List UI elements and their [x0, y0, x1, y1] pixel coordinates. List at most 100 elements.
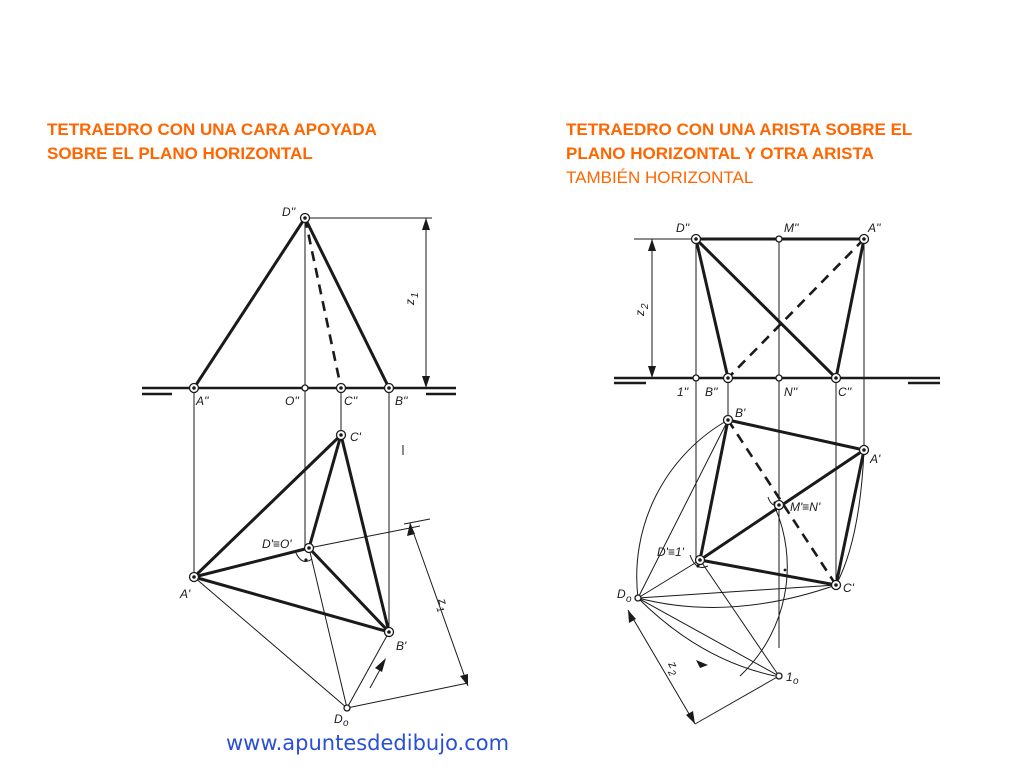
- z2-arrow-top: [648, 239, 656, 251]
- label-mn1: M'≡N': [790, 500, 821, 514]
- construction-a1-d0: [193, 576, 348, 709]
- heading-left: TETRAEDRO CON UNA CARA APOYADA SOBRE EL …: [47, 118, 377, 166]
- label-c1: C': [843, 581, 855, 595]
- svg-text:z: z: [403, 299, 417, 306]
- label-b2: B'': [705, 385, 718, 399]
- edge-b1-d1: [698, 418, 730, 562]
- label-c1: C': [350, 430, 362, 444]
- z2-bottom-dimension-line: [627, 609, 696, 725]
- svg-text:2: 2: [665, 667, 678, 678]
- label-b1: B': [396, 639, 407, 653]
- point-o2: [301, 384, 309, 392]
- construction-b1-d0: [346, 631, 390, 709]
- edge-c1-b1: [339, 433, 391, 634]
- svg-text:1: 1: [410, 292, 421, 298]
- label-d0: D o: [617, 587, 632, 605]
- heading-right-line-3: TAMBIÉN HORIZONTAL: [566, 168, 754, 187]
- label-c2: C'': [344, 394, 358, 408]
- right-drawing: D'' M'' A'' z 2 1'' B'' N'' C'' B' A' M'…: [614, 221, 940, 725]
- z1-bottom-dimension-line: [409, 522, 469, 687]
- edge-d2-b2: [694, 237, 730, 380]
- z1-bottom-arrow-bottom: [460, 674, 468, 686]
- heading-right-line-1: TETRAEDRO CON UNA ARISTA SOBRE EL: [566, 120, 913, 139]
- label-z2-bottom: z 2: [665, 658, 681, 679]
- svg-text:o: o: [343, 718, 349, 729]
- construction-b1-d0: [637, 419, 729, 599]
- arc-d0-one0: [637, 597, 776, 677]
- svg-text:z: z: [633, 310, 647, 317]
- svg-text:o: o: [793, 676, 799, 687]
- edge-d1-c1: [698, 558, 838, 587]
- construction-d1-d0: [637, 559, 701, 599]
- construction-d1-one0: [699, 559, 780, 677]
- right-angle-mark: [295, 552, 313, 562]
- label-a2: A'': [867, 221, 881, 235]
- heading-left-line-2: SOBRE EL PLANO HORIZONTAL: [47, 144, 313, 163]
- z2-bottom-arrow-bottom: [686, 711, 695, 724]
- right-points: [634, 233, 870, 680]
- label-o2: O'': [285, 394, 300, 408]
- z2-bottom-arrow-top: [628, 610, 636, 623]
- z1-bottom-tick-top: [403, 518, 431, 525]
- rabatment-arrow-head: [375, 658, 386, 672]
- label-one0: 1 o: [786, 670, 799, 687]
- construction-d0-c1: [637, 584, 837, 599]
- construction-d0-one0: [637, 597, 780, 677]
- svg-text:z: z: [435, 596, 450, 607]
- label-d2: D'': [676, 221, 690, 235]
- svg-text:1: 1: [434, 605, 446, 614]
- label-d2: D'': [282, 205, 296, 219]
- edge-a2-c2: [834, 237, 866, 380]
- label-d1-o1: D'≡O': [262, 537, 292, 551]
- edge-d1-c1: [307, 433, 343, 550]
- edge-d1-a1: [192, 546, 311, 579]
- label-n2: N'': [784, 385, 798, 399]
- heading-right: TETRAEDRO CON UNA ARISTA SOBRE EL PLANO …: [566, 118, 912, 190]
- label-m2: M'': [784, 221, 799, 235]
- edge-d1-b1: [307, 546, 391, 634]
- arc-c1-d0: [637, 584, 837, 608]
- z2-arrow-bottom: [648, 366, 656, 378]
- svg-text:D: D: [617, 587, 626, 601]
- edge-a1-c1: [834, 448, 866, 587]
- right-angle-dot-d: [696, 564, 700, 568]
- label-a1: A': [869, 452, 881, 466]
- left-points: [188, 212, 395, 712]
- footer-website-link[interactable]: www.apuntesdedibujo.com: [226, 731, 510, 755]
- heading-left-line-1: TETRAEDRO CON UNA CARA APOYADA: [47, 120, 377, 139]
- z1-arrow-bottom: [422, 376, 430, 388]
- point-one2: [692, 374, 700, 382]
- label-a1: A': [179, 587, 191, 601]
- point-d0: [343, 704, 351, 712]
- construction-dot: [783, 568, 787, 572]
- hidden-edge-a2-b2: [727, 238, 865, 379]
- label-b2: B'': [395, 394, 408, 408]
- construction-perp: [308, 525, 421, 549]
- edge-d2-c2: [694, 237, 838, 380]
- svg-text:o: o: [626, 594, 632, 605]
- z1-bottom-arrow-top: [407, 523, 415, 536]
- point-one0: [775, 672, 783, 680]
- left-drawing: D'' A'' O'' C'' B'' z 1 C' D'≡O' A' B' z…: [142, 205, 469, 729]
- edge-a1-b1: [192, 575, 391, 634]
- hidden-edge-d2-c2: [303, 217, 343, 389]
- label-b1: B': [735, 406, 746, 420]
- edge-d2-b2: [303, 216, 391, 390]
- label-d1-one1: D'≡1': [657, 545, 685, 559]
- point-n2: [775, 374, 783, 382]
- svg-text:1: 1: [786, 670, 793, 684]
- right-angle-dot: [304, 558, 308, 562]
- z1-arrow-top: [422, 218, 430, 230]
- edge-b1-a1: [726, 418, 866, 452]
- arc-mn-one0: [739, 504, 788, 677]
- label-a2: A'': [195, 394, 209, 408]
- svg-text:D: D: [334, 712, 343, 726]
- label-c2: C'': [838, 385, 852, 399]
- point-m2: [775, 235, 783, 243]
- arc-a1-c1: [835, 449, 865, 586]
- arc-arrow-head: [696, 660, 708, 668]
- label-d0: D o: [334, 712, 349, 729]
- label-z1-bottom: z 1: [434, 596, 451, 614]
